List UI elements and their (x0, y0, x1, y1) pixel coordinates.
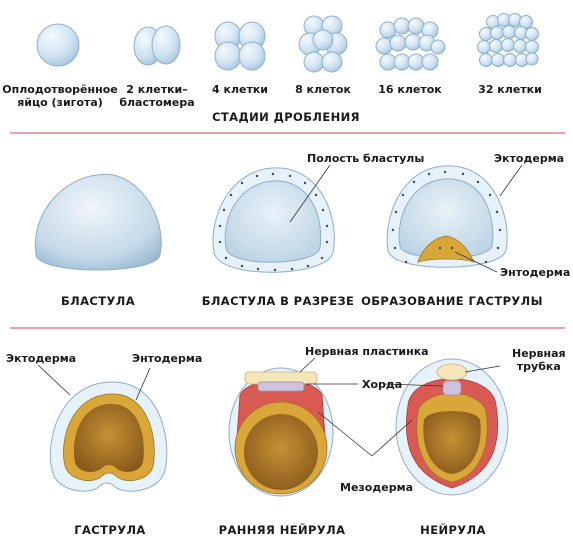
early-neurula-caption: РАННЯЯ НЕЙРУЛА (218, 523, 346, 537)
blastocoel-label: Полость бластулы (307, 152, 425, 165)
stage-16-cells-label: 16 клеток (378, 83, 442, 96)
gastrulation-section (386, 164, 523, 273)
stage-4-cells-label: 4 клетки (211, 83, 269, 96)
two-cell-stage (133, 25, 181, 66)
four-cell-stage (214, 21, 266, 71)
divider-top (10, 132, 565, 134)
ectoderm-label-row2: Эктодерма (494, 152, 565, 165)
gastrulation-caption: ОБРАЗОВАНИЕ ГАСТРУЛЫ (361, 294, 543, 308)
stage-2-cells-label: 2 клетки– бластомера (119, 83, 195, 109)
neurula-caption: НЕЙРУЛА (420, 523, 486, 537)
eight-cell-stage (298, 15, 348, 73)
zygote-cell (36, 23, 80, 67)
endoderm-label-row2: Энтодерма (500, 266, 571, 279)
stage-32-cells-label: 32 клетки (478, 83, 542, 96)
stage-8-cells-label: 8 клеток (295, 83, 351, 96)
neurula-section (371, 358, 509, 496)
neural-plate-label: Нервная пластинка (305, 345, 429, 358)
divider-bottom (10, 327, 565, 329)
chord-label: Хорда (362, 378, 403, 391)
sixteen-cell-stage (375, 17, 446, 71)
mesoderm-label: Мезодерма (340, 481, 413, 494)
blastula-section (212, 164, 335, 273)
neural-tube-label: Нервная трубка (512, 347, 566, 373)
thirty-two-cell-stage (477, 13, 539, 67)
gastrula-section (37, 364, 168, 492)
cleavage-caption: СТАДИИ ДРОБЛЕНИЯ (212, 110, 360, 124)
blastula-section-caption: БЛАСТУЛА В РАЗРЕЗЕ (201, 294, 355, 308)
stage-zygote-label: Оплодотворённое яйцо (зигота) (2, 83, 118, 109)
gastrula-caption: ГАСТРУЛА (74, 523, 146, 537)
endoderm-label-row3: Энтодерма (132, 352, 203, 365)
blastula-caption: БЛАСТУЛА (60, 294, 136, 308)
early-neurula-section (228, 357, 373, 497)
blastula-shape (34, 173, 162, 271)
ectoderm-label-row3: Эктодерма (6, 352, 77, 365)
